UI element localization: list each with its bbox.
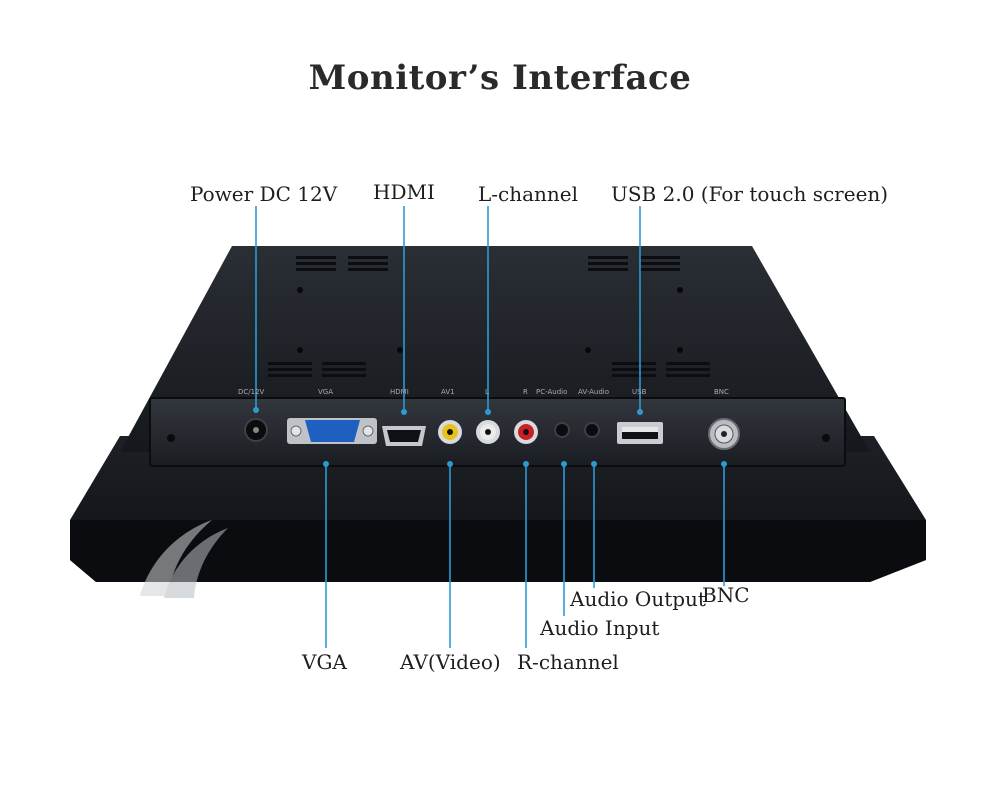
bnc-port <box>708 418 740 450</box>
panel-label-usb: USB <box>632 388 647 396</box>
callout-audio-input: Audio Input <box>540 616 660 640</box>
callout-vga: VGA <box>302 650 347 674</box>
callout-usb: USB 2.0 (For touch screen) <box>611 182 889 206</box>
panel-label-dc: DC/12V <box>238 388 265 396</box>
power-dc-port <box>244 418 268 442</box>
page-title: Monitor’s Interface <box>308 58 692 98</box>
callout-audio-output: Audio Output <box>570 587 706 611</box>
l-channel-port <box>476 420 500 444</box>
panel-label-l: L <box>485 388 489 396</box>
hdmi-port <box>382 426 426 446</box>
panel-label-pc-audio: PC-Audio <box>536 388 568 396</box>
callout-av-video: AV(Video) <box>400 650 501 674</box>
av-yellow-port <box>438 420 462 444</box>
r-channel-port <box>514 420 538 444</box>
brand-watermark-logo <box>140 520 228 598</box>
panel-label-r: R <box>523 388 528 396</box>
audio-input-port <box>554 422 570 438</box>
leader-lines <box>253 206 727 648</box>
usb-port <box>617 422 663 444</box>
panel-label-av-audio: AV-Audio <box>578 388 609 396</box>
callout-hdmi: HDMI <box>373 180 435 204</box>
callout-power-dc: Power DC 12V <box>190 182 338 206</box>
panel-label-bnc: BNC <box>714 388 729 396</box>
callout-r-channel: R-channel <box>517 650 619 674</box>
panel-label-hdmi: HDMI <box>390 388 409 396</box>
callout-bnc: BNC <box>702 583 750 607</box>
monitor-base <box>70 436 926 582</box>
panel-label-vga: VGA <box>318 388 334 396</box>
panel-label-av1: AV1 <box>441 388 455 396</box>
audio-output-port <box>584 422 600 438</box>
callout-l-channel: L-channel <box>478 182 579 206</box>
vga-port <box>287 418 377 444</box>
